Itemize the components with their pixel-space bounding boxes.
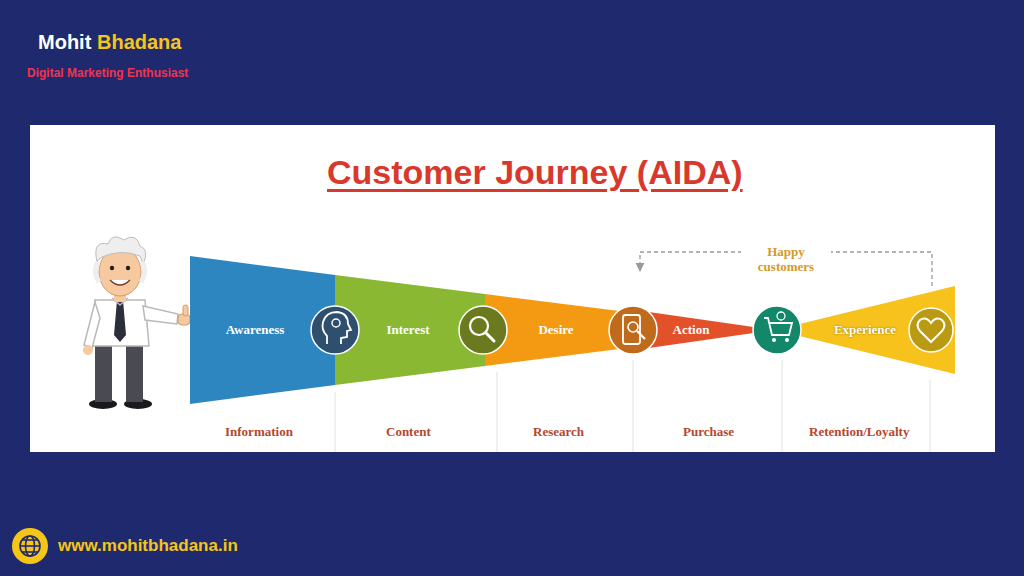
- cart-icon: [753, 306, 801, 354]
- drawing-path: [91, 300, 149, 346]
- drawing-path: [114, 300, 126, 342]
- drawing-g: [20, 536, 40, 556]
- stage-caption: Research: [533, 424, 584, 440]
- drawing-circle: [110, 266, 114, 270]
- stage-caption: Content: [386, 424, 431, 440]
- drawing-circle: [470, 317, 488, 335]
- drawing-circle: [609, 306, 657, 354]
- edge-label: Happy customers: [741, 244, 831, 274]
- stage-name: Desire: [538, 322, 573, 338]
- drawing-path: [764, 318, 792, 335]
- brand-tagline: Digital Marketing Enthusiast: [27, 66, 188, 80]
- drawing-circle: [332, 319, 340, 327]
- drawing-circle: [311, 306, 359, 354]
- band-polygon: [775, 286, 955, 374]
- phone-search-icon: [609, 306, 657, 354]
- drawing-path: [96, 237, 146, 264]
- funnel-band: Desire: [485, 294, 635, 366]
- drawing-path: [141, 262, 145, 282]
- brain-icon: [311, 306, 359, 354]
- drawing-line: [637, 331, 645, 339]
- drawing-path: [95, 262, 99, 282]
- drawing-circle: [126, 266, 130, 270]
- drawing-circle: [753, 306, 801, 354]
- funnel-band: Experience: [775, 286, 955, 374]
- drawing-rect: [126, 340, 143, 402]
- drawing-line: [22, 551, 38, 553]
- stage-name: Interest: [386, 322, 429, 338]
- drawing-path: [84, 302, 100, 348]
- band-polygon: [635, 310, 775, 350]
- cartoon-man: [83, 237, 190, 409]
- drawing-line: [782, 360, 783, 452]
- stage-caption: Information: [225, 424, 293, 440]
- heart-icon: [909, 308, 953, 352]
- drawing-circle: [12, 528, 48, 564]
- band-polygon: [190, 256, 335, 404]
- drawing-path: [143, 306, 178, 324]
- drawing-circle: [909, 308, 953, 352]
- drawing-circle: [772, 338, 776, 342]
- band-polygon: [335, 275, 485, 385]
- drawing-path: [110, 280, 130, 285]
- drawing-circle: [628, 322, 638, 332]
- drawing-line: [930, 380, 931, 452]
- funnel-band: Action: [635, 272, 775, 388]
- drawing-circle: [777, 312, 785, 320]
- funnel-band: Awareness: [190, 256, 335, 404]
- drawing-rect: [623, 315, 640, 344]
- drawing-circle: [459, 306, 507, 354]
- brand-name: Mohit: [38, 31, 91, 54]
- stage-caption: Retention/Loyalty: [809, 424, 909, 440]
- drawing-line: [486, 333, 494, 341]
- stage-name: Action: [673, 322, 710, 338]
- drawing-line: [497, 372, 498, 452]
- drawing-line: [20, 545, 40, 547]
- brand-name: Bhadana: [97, 31, 181, 54]
- drawing-line: [22, 539, 38, 541]
- globe-icon: [12, 528, 48, 564]
- stage-caption: Purchase: [683, 424, 734, 440]
- drawing-circle: [20, 536, 40, 556]
- drawing-rect: [95, 340, 112, 402]
- stage-name: Awareness: [226, 322, 285, 338]
- drawing-line: [335, 392, 336, 452]
- drawing-path: [323, 312, 352, 344]
- drawing-circle: [785, 338, 789, 342]
- drawing-circle: [83, 345, 93, 355]
- drawing-rect: [183, 305, 188, 316]
- website-url: www.mohitbhadana.in: [58, 536, 238, 556]
- diagram-title: Customer Journey (AIDA): [327, 153, 743, 192]
- drawing-path: [918, 319, 945, 342]
- drawing-line: [633, 360, 634, 452]
- magnifier-icon: [459, 306, 507, 354]
- stage-name: Experience: [834, 322, 896, 338]
- band-polygon: [485, 294, 635, 366]
- funnel-band: Interest: [335, 275, 485, 385]
- separator-lines: [335, 360, 930, 452]
